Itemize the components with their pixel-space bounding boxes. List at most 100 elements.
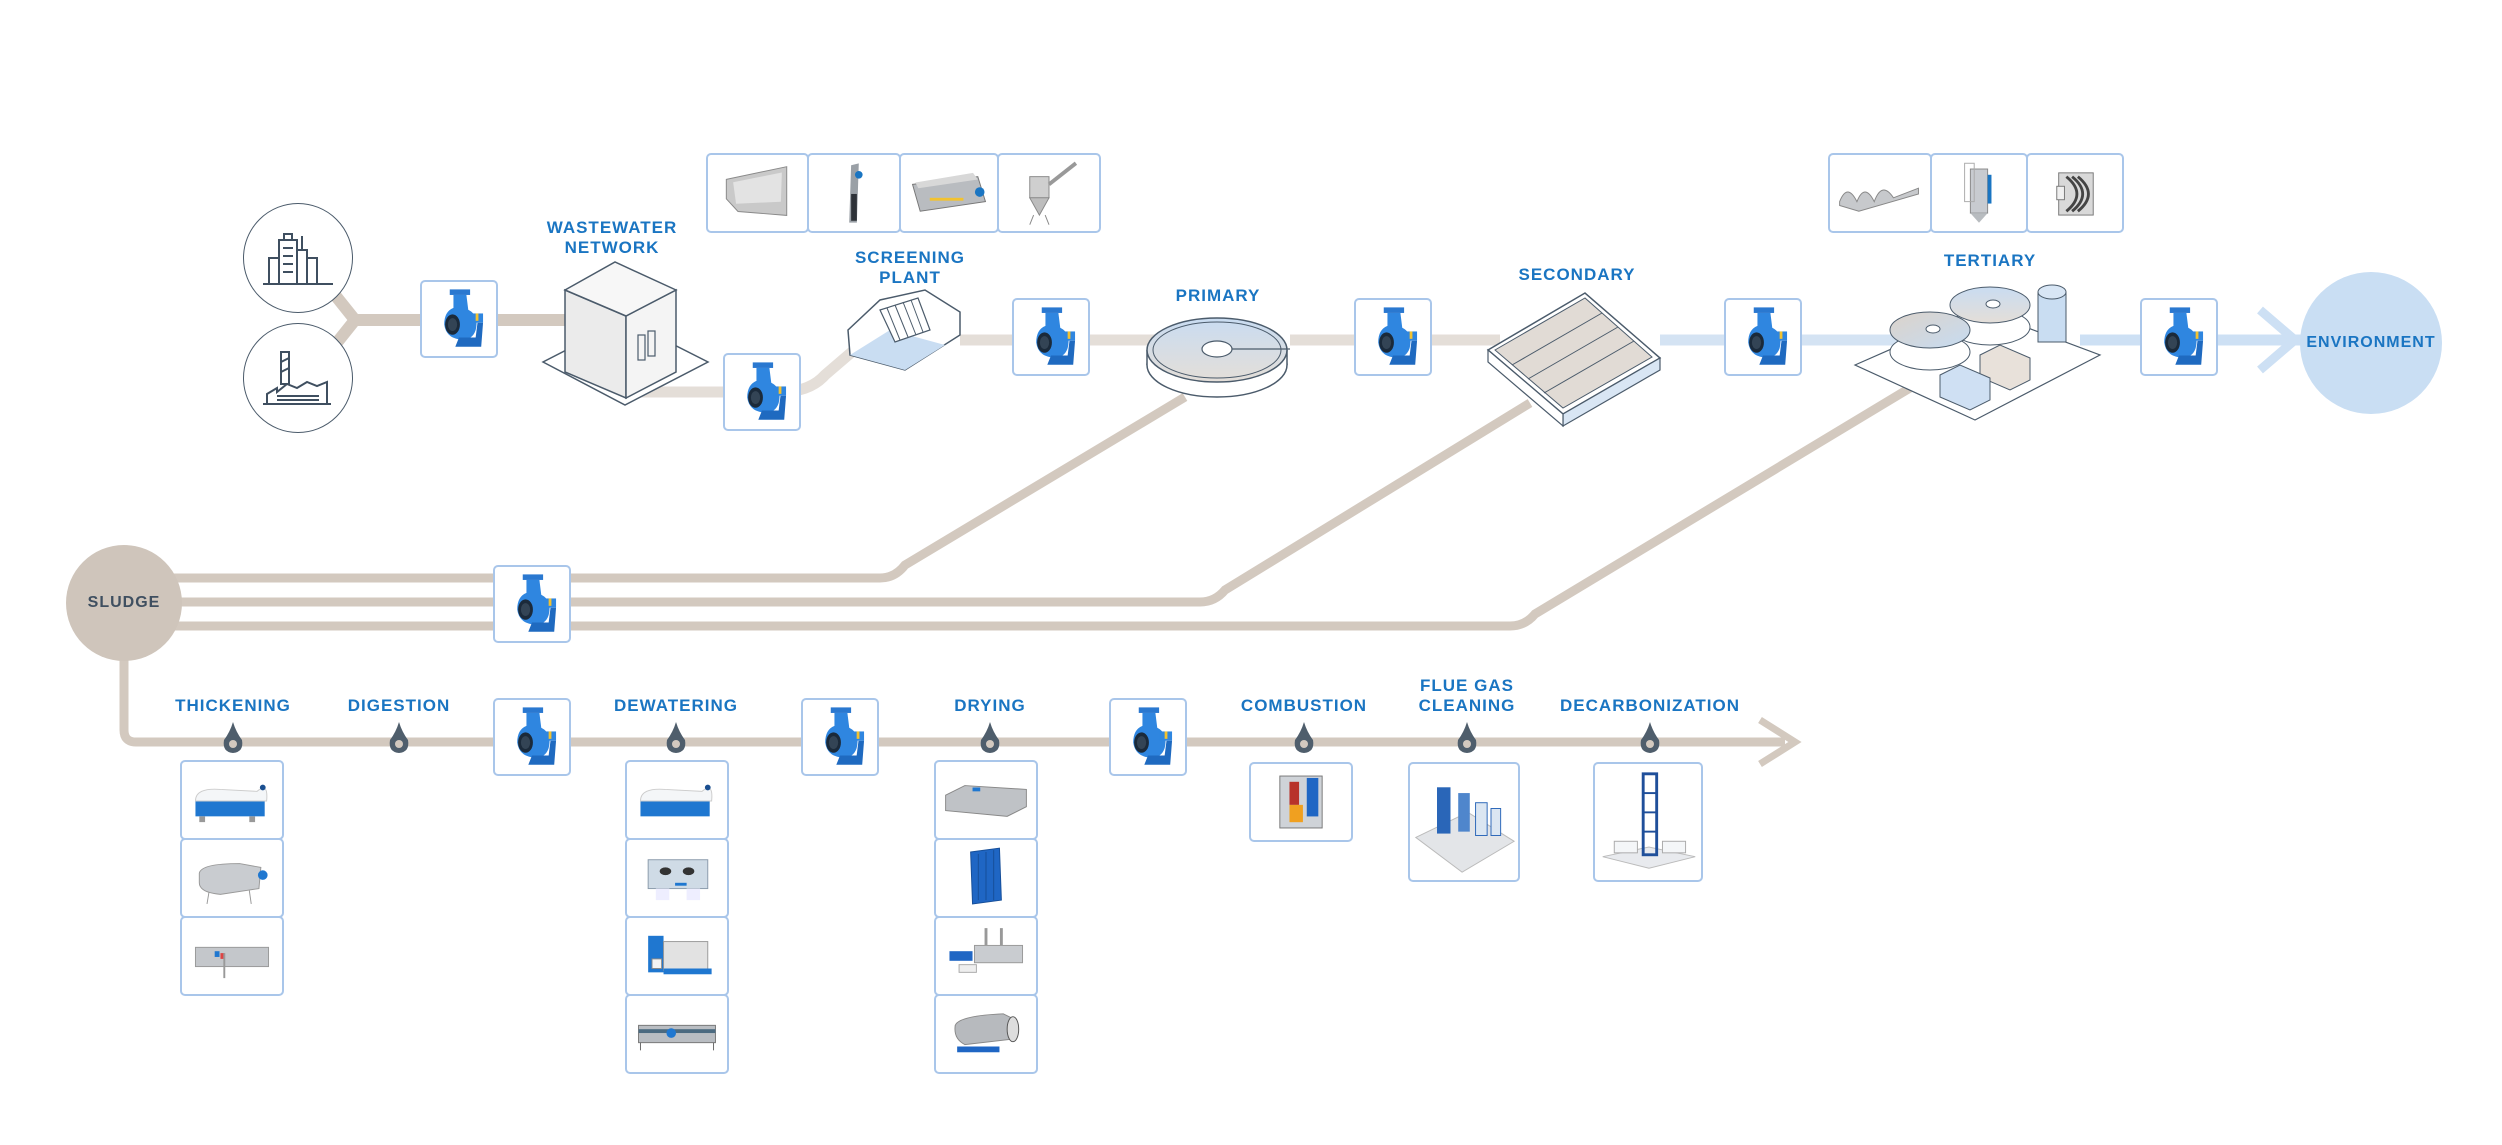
boiler-icon: [1279, 775, 1323, 829]
product-card-step-screen[interactable]: [706, 153, 809, 233]
environment-label: ENVIRONMENT: [2306, 334, 2436, 351]
product-card-screw-press[interactable]: [625, 838, 729, 918]
centrifugal-pump-icon: [1133, 707, 1173, 765]
carbon-capture-icon: [1602, 772, 1696, 869]
product-card-carbon-capture-tower[interactable]: [1593, 762, 1703, 882]
tertiary-plant-illustration: [1853, 284, 2102, 421]
belt-dryer-icon: [945, 785, 1027, 817]
step-screen-icon: [725, 166, 788, 216]
flue-gas-plant-icon: [1414, 787, 1516, 873]
decanter-centrifuge-icon: [194, 784, 268, 823]
rake-screen-icon: [849, 163, 863, 223]
product-card-disc-filter-lamellas[interactable]: [1828, 153, 1932, 233]
drop-marker-icon: [389, 722, 409, 753]
sludge-end-arrow-icon: [1758, 717, 1802, 767]
product-card-paddle-dryer[interactable]: [934, 916, 1038, 996]
stage-label-wastewater-network: WASTEWATER NETWORK: [546, 218, 678, 257]
factory-icon: [263, 351, 331, 405]
industry-source: [243, 323, 353, 433]
product-card-disc-dryer[interactable]: [934, 838, 1038, 918]
centrifugal-pump-icon: [1036, 307, 1076, 365]
screenings-press-icon: [1028, 161, 1078, 225]
drop-marker-icon: [1294, 722, 1314, 753]
sludge-return-tertiary: [170, 384, 1913, 631]
disc-filter-icon: [2056, 172, 2094, 216]
centrifugal-pump-icon: [2164, 307, 2204, 365]
sludge-main-line: [119, 650, 1785, 747]
pump-card[interactable]: [1724, 298, 1802, 376]
stage-label-drying: DRYING: [954, 696, 1026, 715]
product-card-disc-filter-unit[interactable]: [2026, 153, 2124, 233]
pump-card[interactable]: [801, 698, 879, 776]
screening-products: [706, 153, 1101, 233]
sludge-return-secondary: [170, 399, 1533, 607]
product-card-sand-filter-column[interactable]: [1930, 153, 2028, 233]
wastewater-network-illustration: [541, 261, 710, 406]
screw-press-icon: [647, 859, 709, 901]
decanter-centrifuge-icon: [639, 784, 713, 817]
product-card-flue-gas-treatment-plant[interactable]: [1408, 762, 1520, 882]
filter-press-icon: [648, 935, 712, 975]
product-card-belt-thickener[interactable]: [180, 916, 284, 996]
stage-label-digestion: DIGESTION: [347, 696, 451, 715]
stage-label-tertiary: TERTIARY: [1943, 251, 2037, 270]
product-card-drum-thickener[interactable]: [180, 838, 284, 918]
product-card-drum-dryer[interactable]: [934, 994, 1038, 1074]
product-card-fluidized-bed-boiler[interactable]: [1249, 762, 1353, 842]
dewatering-products: [625, 760, 729, 1074]
screening-plant-illustration: [847, 289, 961, 371]
pump-card[interactable]: [493, 698, 571, 776]
sludge-label: SLUDGE: [87, 594, 161, 611]
product-card-screenings-press[interactable]: [997, 153, 1101, 233]
product-card-decanter-centrifuge[interactable]: [625, 760, 729, 840]
product-card-decanter-centrifuge[interactable]: [180, 760, 284, 840]
primary-clarifier-illustration: [1146, 317, 1290, 398]
sludge-return-primary: [170, 393, 1188, 583]
sludge-node[interactable]: SLUDGE: [66, 545, 182, 661]
stage-label-screening-plant: SCREENING PLANT: [854, 248, 966, 287]
centrifugal-pump-icon: [517, 707, 557, 765]
centrifugal-pump-icon: [1748, 307, 1788, 365]
belt-thickener-icon: [194, 946, 270, 979]
stage-label-combustion: COMBUSTION: [1240, 696, 1368, 715]
pump-card[interactable]: [420, 280, 498, 358]
drum-thickener-icon: [198, 863, 268, 905]
environment-arrow-icon: [2257, 306, 2302, 374]
pump-card[interactable]: [2140, 298, 2218, 376]
pump-card[interactable]: [493, 565, 571, 643]
pump-card[interactable]: [1109, 698, 1187, 776]
drop-marker-icon: [1457, 722, 1477, 753]
drum-dryer-icon: [954, 1013, 1020, 1053]
product-card-belt-dryer[interactable]: [934, 760, 1038, 840]
thickening-products: [180, 760, 284, 996]
sand-filter-icon: [1964, 162, 1992, 223]
centrifugal-pump-icon: [825, 707, 865, 765]
centrifugal-pump-icon: [517, 574, 557, 632]
pump-card[interactable]: [723, 353, 801, 431]
drum-screen-icon: [911, 172, 987, 212]
drop-marker-icon: [223, 722, 243, 753]
stage-label-dewatering: DEWATERING: [614, 696, 738, 715]
environment-node[interactable]: ENVIRONMENT: [2300, 272, 2442, 414]
disc-dryer-icon: [970, 847, 1002, 905]
city-buildings-icon: [263, 233, 333, 285]
pump-card[interactable]: [1012, 298, 1090, 376]
belt-filter-press-icon: [638, 1024, 716, 1051]
paddle-dryer-icon: [949, 928, 1024, 973]
centrifugal-pump-icon: [444, 289, 484, 347]
product-card-rake-screen[interactable]: [807, 153, 901, 233]
pump-card[interactable]: [1354, 298, 1432, 376]
city-source: [243, 203, 353, 313]
drop-marker-icon: [980, 722, 1000, 753]
stage-label-thickening: THICKENING: [175, 696, 291, 715]
secondary-basin-illustration: [1486, 292, 1662, 428]
product-card-filter-press[interactable]: [625, 916, 729, 996]
product-card-belt-filter-press[interactable]: [625, 994, 729, 1074]
drop-marker-icon: [1640, 722, 1660, 753]
lamella-filter-icon: [1839, 187, 1919, 212]
tertiary-products: [1828, 153, 2124, 233]
drying-products: [934, 760, 1038, 1074]
product-card-drum-screen[interactable]: [899, 153, 999, 233]
